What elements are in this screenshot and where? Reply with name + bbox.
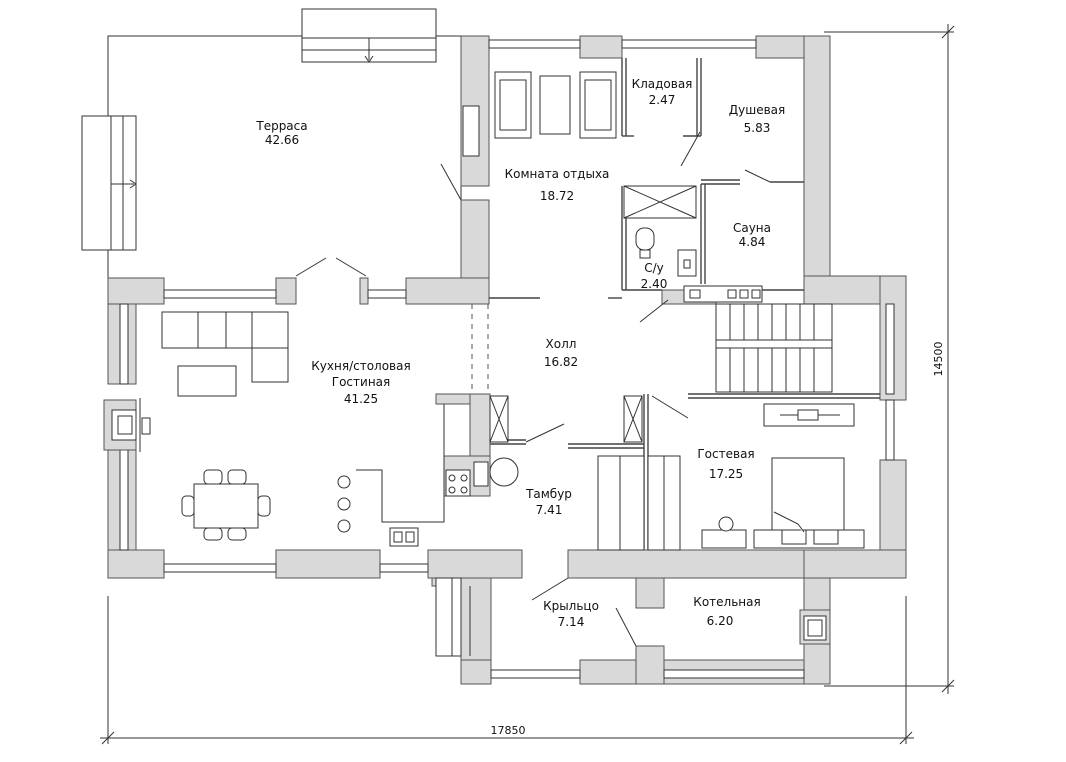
room-name-wc: С/у	[644, 261, 664, 275]
room-name-sauna: Сауна	[733, 221, 771, 235]
terrace-outline	[81, 8, 462, 278]
room-area-sauna: 4.84	[739, 235, 766, 249]
room-area-porch: 7.14	[558, 615, 585, 629]
stairs	[715, 303, 833, 393]
room-name-terrace: Терраса	[255, 119, 307, 133]
room-name-hall: Холл	[546, 337, 577, 351]
furniture	[103, 71, 865, 657]
windows	[119, 39, 895, 679]
room-name-pantry: Кладовая	[632, 77, 693, 91]
room-area-wc: 2.40	[641, 277, 668, 291]
room-area-vestibule: 7.41	[536, 503, 563, 517]
room-area-pantry: 2.47	[649, 93, 676, 107]
room-name-living: Гостиная	[332, 375, 390, 389]
room-name-lounge: Комната отдыха	[505, 167, 610, 181]
room-area-hall: 16.82	[544, 355, 578, 369]
partitions	[471, 58, 880, 647]
room-name-vestibule: Тамбур	[525, 487, 572, 501]
room-area-guest: 17.25	[709, 467, 743, 481]
room-area-lounge: 18.72	[540, 189, 574, 203]
room-name-guest: Гостевая	[697, 447, 754, 461]
dimension-height: 14500	[932, 342, 945, 377]
dimension-width: 17850	[491, 724, 526, 737]
room-name-kitchen: Кухня/столовая	[311, 359, 410, 373]
room-area-shower: 5.83	[744, 121, 771, 135]
room-name-shower: Душевая	[729, 103, 785, 117]
room-name-porch: Крыльцо	[543, 599, 599, 613]
room-name-boiler: Котельная	[693, 595, 760, 609]
room-area-terrace: 42.66	[265, 133, 299, 147]
room-area-kitchen: 41.25	[344, 392, 378, 406]
dimension-lines	[100, 24, 955, 745]
room-area-boiler: 6.20	[707, 614, 734, 628]
